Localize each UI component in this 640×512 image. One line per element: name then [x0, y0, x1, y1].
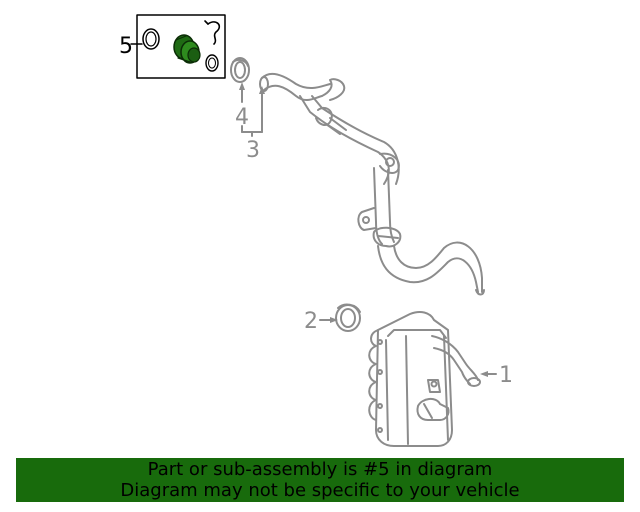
part1-oil-cooler[interactable] — [368, 311, 481, 447]
banner-line-1: Part or sub-assembly is #5 in diagram — [147, 459, 493, 480]
leader-lines — [239, 82, 497, 377]
thermostat-plug — [173, 34, 201, 64]
callout-1[interactable]: 1 — [499, 363, 513, 388]
callout-2[interactable]: 2 — [304, 309, 318, 334]
callout-4[interactable]: 4 — [235, 105, 249, 130]
banner-line-2: Diagram may not be specific to your vehi… — [120, 480, 520, 501]
info-banner: Part or sub-assembly is #5 in diagram Di… — [16, 458, 624, 502]
callout-5[interactable]: 5 — [119, 34, 133, 59]
part3-hose[interactable] — [259, 72, 485, 296]
part2-seal[interactable] — [335, 303, 361, 332]
callout-3[interactable]: 3 — [246, 138, 260, 163]
part4-seal[interactable] — [230, 57, 250, 83]
part5-assembly-box[interactable] — [130, 14, 226, 79]
